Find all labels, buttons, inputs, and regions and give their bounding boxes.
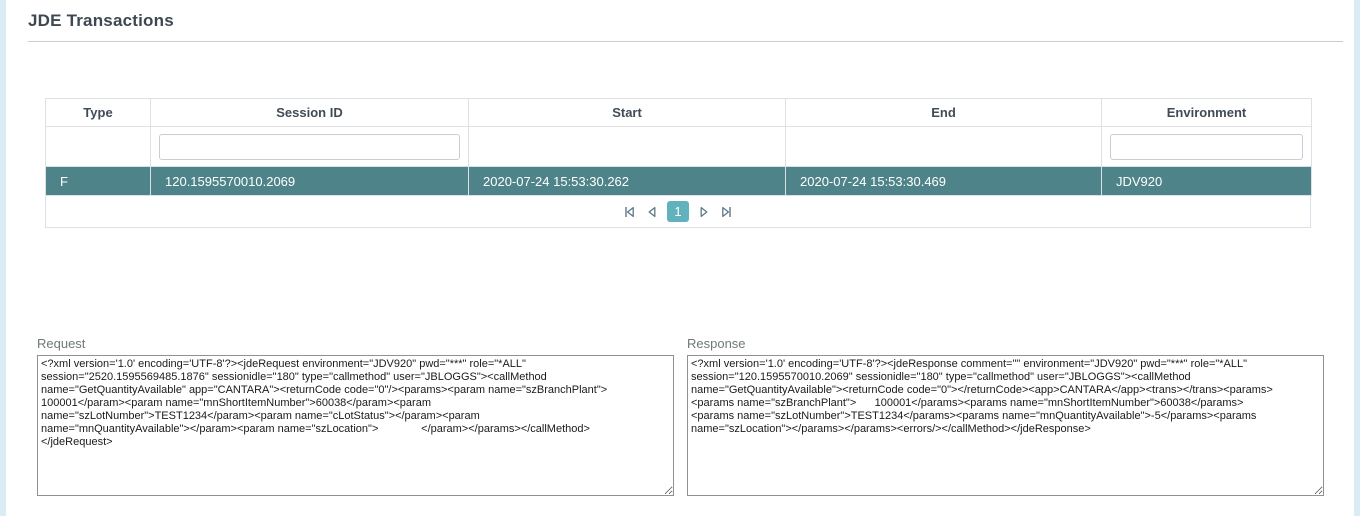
column-header-type[interactable]: Type — [45, 98, 151, 127]
paginator: 1 — [45, 196, 1311, 228]
cell-session-id[interactable]: 120.1595570010.2069 — [150, 166, 469, 196]
environment-filter-input[interactable] — [1110, 133, 1303, 160]
page-number-button[interactable]: 1 — [667, 201, 689, 222]
previous-page-button[interactable] — [646, 205, 657, 219]
page-title: JDE Transactions — [28, 0, 1343, 42]
request-textarea[interactable]: <?xml version='1.0' encoding='UTF-8'?><j… — [37, 355, 674, 496]
column-header-end[interactable]: End — [785, 98, 1102, 127]
table-row-selected[interactable]: F 120.1595570010.2069 2020-07-24 15:53:3… — [45, 166, 1312, 196]
first-page-icon — [625, 206, 634, 217]
page-right-gutter — [1354, 0, 1360, 516]
previous-page-icon — [648, 206, 656, 217]
cell-end[interactable]: 2020-07-24 15:53:30.469 — [785, 166, 1102, 196]
next-page-icon — [700, 206, 708, 217]
start-filter-cell — [468, 126, 786, 167]
xml-panels: Request <?xml version='1.0' encoding='UT… — [37, 336, 1343, 501]
response-panel: Response <?xml version='1.0' encoding='U… — [687, 336, 1324, 501]
response-textarea[interactable]: <?xml version='1.0' encoding='UTF-8'?><j… — [687, 355, 1324, 496]
filter-row — [45, 126, 1312, 167]
response-label: Response — [687, 336, 746, 351]
column-header-environment[interactable]: Environment — [1101, 98, 1312, 127]
session-id-filter-cell — [150, 126, 469, 167]
column-header-start[interactable]: Start — [468, 98, 786, 127]
first-page-button[interactable] — [623, 205, 636, 219]
last-page-button[interactable] — [720, 205, 733, 219]
cell-environment[interactable]: JDV920 — [1101, 166, 1312, 196]
transactions-table: Type Session ID Start End Environment — [45, 98, 1312, 196]
page-content: JDE Transactions Type Session ID Start E… — [28, 0, 1343, 501]
request-label: Request — [37, 336, 86, 351]
session-id-filter-input[interactable] — [159, 133, 460, 160]
cell-start[interactable]: 2020-07-24 15:53:30.262 — [468, 166, 786, 196]
next-page-button[interactable] — [699, 205, 710, 219]
last-page-icon — [722, 206, 731, 217]
header-row: Type Session ID Start End Environment — [45, 98, 1312, 127]
transactions-table-section: Type Session ID Start End Environment — [45, 98, 1312, 228]
page-left-gutter — [0, 0, 6, 516]
cell-type[interactable]: F — [45, 166, 151, 196]
environment-filter-cell — [1101, 126, 1312, 167]
type-filter-cell — [45, 126, 151, 167]
request-panel: Request <?xml version='1.0' encoding='UT… — [37, 336, 674, 501]
column-header-session-id[interactable]: Session ID — [150, 98, 469, 127]
end-filter-cell — [785, 126, 1102, 167]
